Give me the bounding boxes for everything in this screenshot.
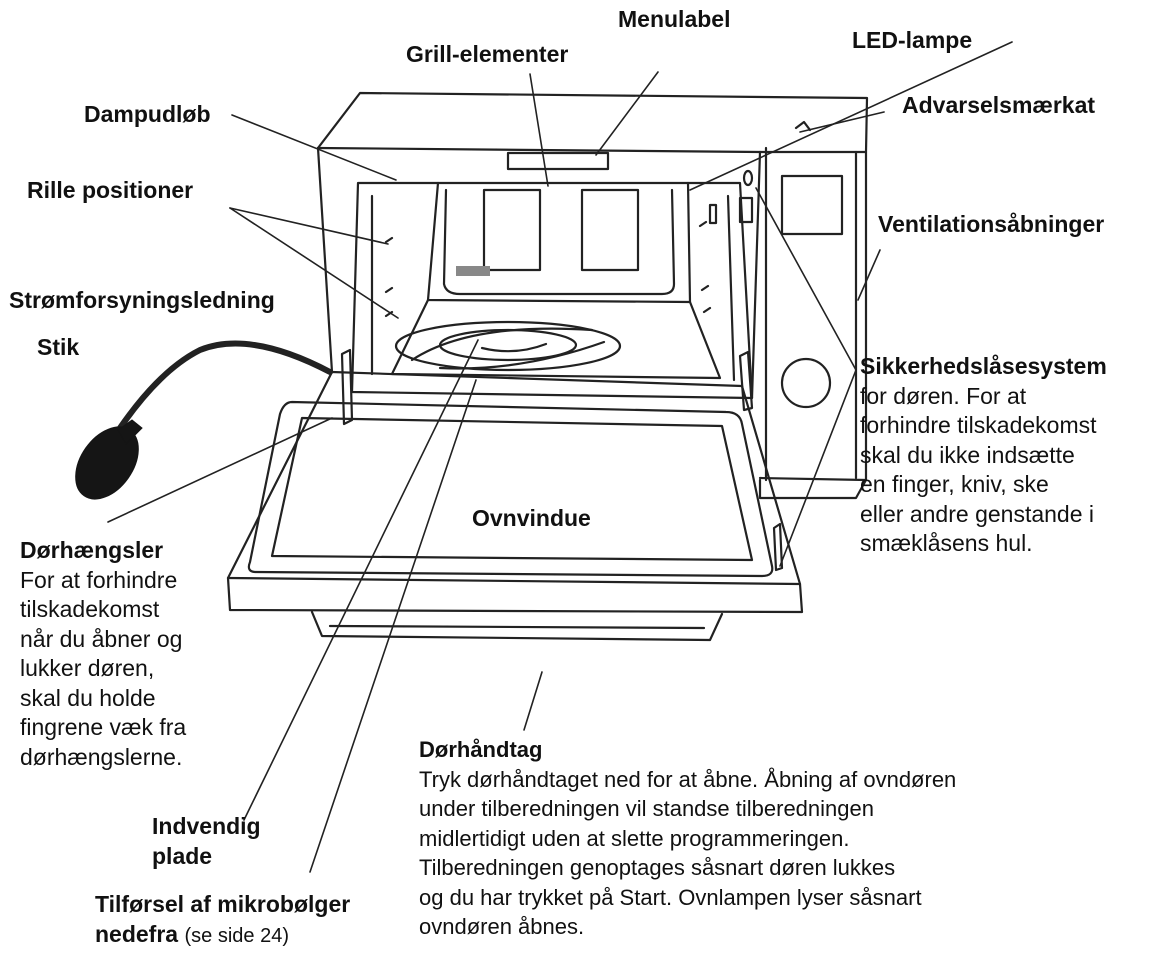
turntable-plate (394, 320, 622, 372)
power-cord (117, 340, 333, 431)
dorhaengsler-line: fingrene væk fra (20, 714, 187, 740)
tilforsel-note: (se side 24) (184, 924, 289, 947)
dorhaengsler-line: når du åbner og (20, 625, 183, 652)
dorhandtag-line: under tilberedningen vil standse tilbere… (419, 796, 874, 821)
sikkerhed-line: skal du ikke indsætte (860, 441, 1075, 468)
dorhaengsler-line: tilskadekomst (20, 596, 160, 622)
leader-lines (107, 41, 1013, 873)
label-stik: Stik (37, 334, 80, 360)
sikkerhed-title: Sikkerhedslåsesystem (860, 353, 1107, 379)
door-hinges (340, 348, 784, 572)
sikkerhed-line: en finger, kniv, ske (860, 471, 1049, 497)
dorhaengsler-title: Dørhængsler (20, 537, 164, 563)
indvendig-line-2: plade (152, 842, 213, 869)
label-rille-positioner: Rille positioner (27, 177, 194, 203)
dorhaengsler-line: skal du holde (20, 684, 156, 711)
dorhandtag-line: og du har trykket på Start. Ovnlampen ly… (419, 884, 922, 910)
dorhaengsler-line: lukker døren, (20, 655, 155, 681)
tilforsel-line-1: Tilførsel af mikrobølger (95, 891, 351, 917)
label-led-lampe: LED-lampe (852, 27, 973, 53)
dorhandtag-line: midlertidigt uden at slette programmerin… (419, 825, 850, 851)
label-dampudlob: Dampudløb (84, 101, 211, 127)
label-dorhaengsler: Dørhængsler For at forhindre tilskadekom… (20, 536, 186, 772)
label-grill-elementer: Grill-elementer (406, 41, 569, 67)
tilforsel-line-2: nedefra (95, 920, 179, 947)
grill-vent-grid (456, 266, 490, 276)
oven-door (226, 370, 804, 642)
label-menulabel: Menulabel (618, 6, 731, 32)
power-plug (75, 419, 143, 500)
label-stromforsyningsledning: Strømforsyningsledning (9, 287, 275, 313)
dorhaengsler-line: dørhængslerne. (20, 743, 183, 770)
sikkerhed-line: forhindre tilskadekomst (860, 412, 1097, 438)
label-ventilationsabninger: Ventilationsåbninger (878, 211, 1105, 237)
indvendig-line-1: Indvendig (152, 813, 261, 839)
sikkerhed-line: eller andre genstande i (860, 500, 1094, 527)
dorhandtag-line: ovndøren åbnes. (419, 914, 585, 939)
dorhaengsler-line: For at forhindre (20, 566, 178, 593)
control-panel (738, 120, 844, 409)
label-tilforsel-mikrobolger: Tilførsel af mikrobølger nedefra (se sid… (95, 890, 350, 951)
label-advarselsmaerkat: Advarselsmærkat (902, 92, 1096, 118)
dorhandtag-title: Dørhåndtag (419, 737, 543, 762)
sikkerhed-line: for døren. For at (860, 382, 1027, 409)
label-sikkerhedslasesystem: Sikkerhedslåsesystem for døren. For at f… (860, 352, 1107, 559)
dorhandtag-line: Tilberedningen genoptages såsnart døren … (419, 855, 896, 880)
label-ovnvindue: Ovnvindue (472, 505, 591, 531)
sikkerhed-line: smæklåsens hul. (860, 530, 1033, 556)
dorhandtag-line: Tryk dørhåndtaget ned for at åbne. Åbnin… (419, 766, 957, 792)
oven-body (316, 91, 869, 500)
label-indvendig-plade: Indvendig plade (152, 812, 261, 871)
label-dorhandtag: Dørhåndtag Tryk dørhåndtaget ned for at … (419, 735, 956, 942)
